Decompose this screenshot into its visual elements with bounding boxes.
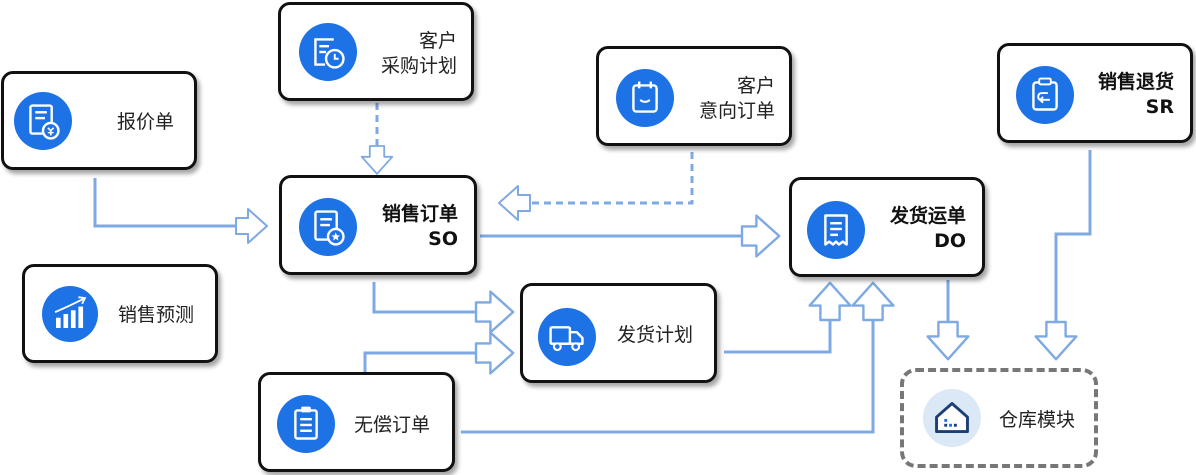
node-free-order[interactable]: 无偿订单 [258, 372, 455, 472]
intent-order-label: 客户 意向订单 [699, 74, 775, 124]
link-so-to-shipping-plan [372, 282, 476, 314]
sales-order-label: 销售订单 SO [382, 202, 458, 252]
link-free-to-shipping-plan [363, 351, 476, 374]
purchase-plan-label: 客户 采购计划 [381, 29, 457, 79]
arrow-free-to-do [851, 281, 895, 322]
intent-order-clipboard-icon [616, 69, 674, 127]
arrow-sr-to-warehouse [1034, 320, 1078, 361]
node-shipping-plan[interactable]: 发货计划 [520, 283, 717, 383]
delivery-order-receipt-icon [807, 201, 865, 259]
free-order-clipboard-icon [277, 395, 335, 453]
intent-order-line2: 意向订单 [698, 100, 775, 122]
node-quote[interactable]: 报价单 [1, 71, 197, 170]
warehouse-label: 仓库模块 [999, 409, 1076, 431]
free-order-label: 无偿订单 [354, 414, 431, 436]
warehouse-house-icon [923, 389, 981, 447]
forecast-label: 销售预测 [118, 304, 195, 326]
forecast-chart-icon [42, 286, 98, 342]
sales-return-line2: SR [1145, 96, 1174, 118]
delivery-order-line2: DO [934, 230, 966, 252]
shipping-truck-icon [538, 308, 596, 366]
link-quote-to-so [93, 178, 236, 228]
arrow-free-to-shipping-plan [474, 331, 515, 375]
node-purchase-plan[interactable]: 客户 采购计划 [278, 2, 474, 101]
arrow-so-to-shipping-plan [474, 290, 515, 334]
sales-order-line1: 销售订单 [381, 203, 458, 225]
link-free-to-do [461, 320, 875, 434]
arrow-so-to-do [740, 214, 781, 258]
node-sales-order[interactable]: 销售订单 SO [279, 175, 477, 275]
arrow-intent-to-so [498, 185, 531, 221]
purchase-plan-line1: 客户 [418, 30, 457, 52]
purchase-plan-schedule-icon [299, 23, 357, 81]
node-sales-return[interactable]: 销售退货 SR [997, 43, 1193, 143]
arrow-quote-to-so [235, 208, 268, 244]
quote-label: 报价单 [117, 111, 175, 133]
node-delivery-order[interactable]: 发货运单 DO [789, 177, 985, 277]
link-intent-to-so [530, 152, 694, 205]
shipping-plan-label: 发货计划 [617, 324, 694, 346]
intent-order-line1: 客户 [736, 75, 775, 97]
delivery-order-label: 发货运单 DO [890, 204, 966, 254]
arrow-do-to-warehouse [926, 320, 970, 361]
sales-return-line1: 销售退货 [1097, 71, 1174, 93]
link-sr-to-warehouse [1054, 150, 1092, 322]
arrow-shipping-plan-to-do [808, 281, 852, 322]
node-intent-order[interactable]: 客户 意向订单 [596, 46, 792, 146]
node-forecast[interactable]: 销售预测 [22, 264, 218, 363]
link-shipping-plan-to-do [724, 320, 832, 354]
quote-document-icon [14, 92, 72, 150]
purchase-plan-line2: 采购计划 [380, 55, 457, 77]
node-warehouse[interactable]: 仓库模块 [900, 368, 1098, 468]
delivery-order-line1: 发货运单 [889, 205, 966, 227]
arrow-purchase-plan-to-so [360, 145, 394, 175]
sales-order-document-icon [299, 198, 357, 256]
sales-return-clipboard-icon [1016, 66, 1074, 124]
sales-return-label: 销售退货 SR [1098, 70, 1174, 120]
sales-order-line2: SO [428, 228, 458, 250]
